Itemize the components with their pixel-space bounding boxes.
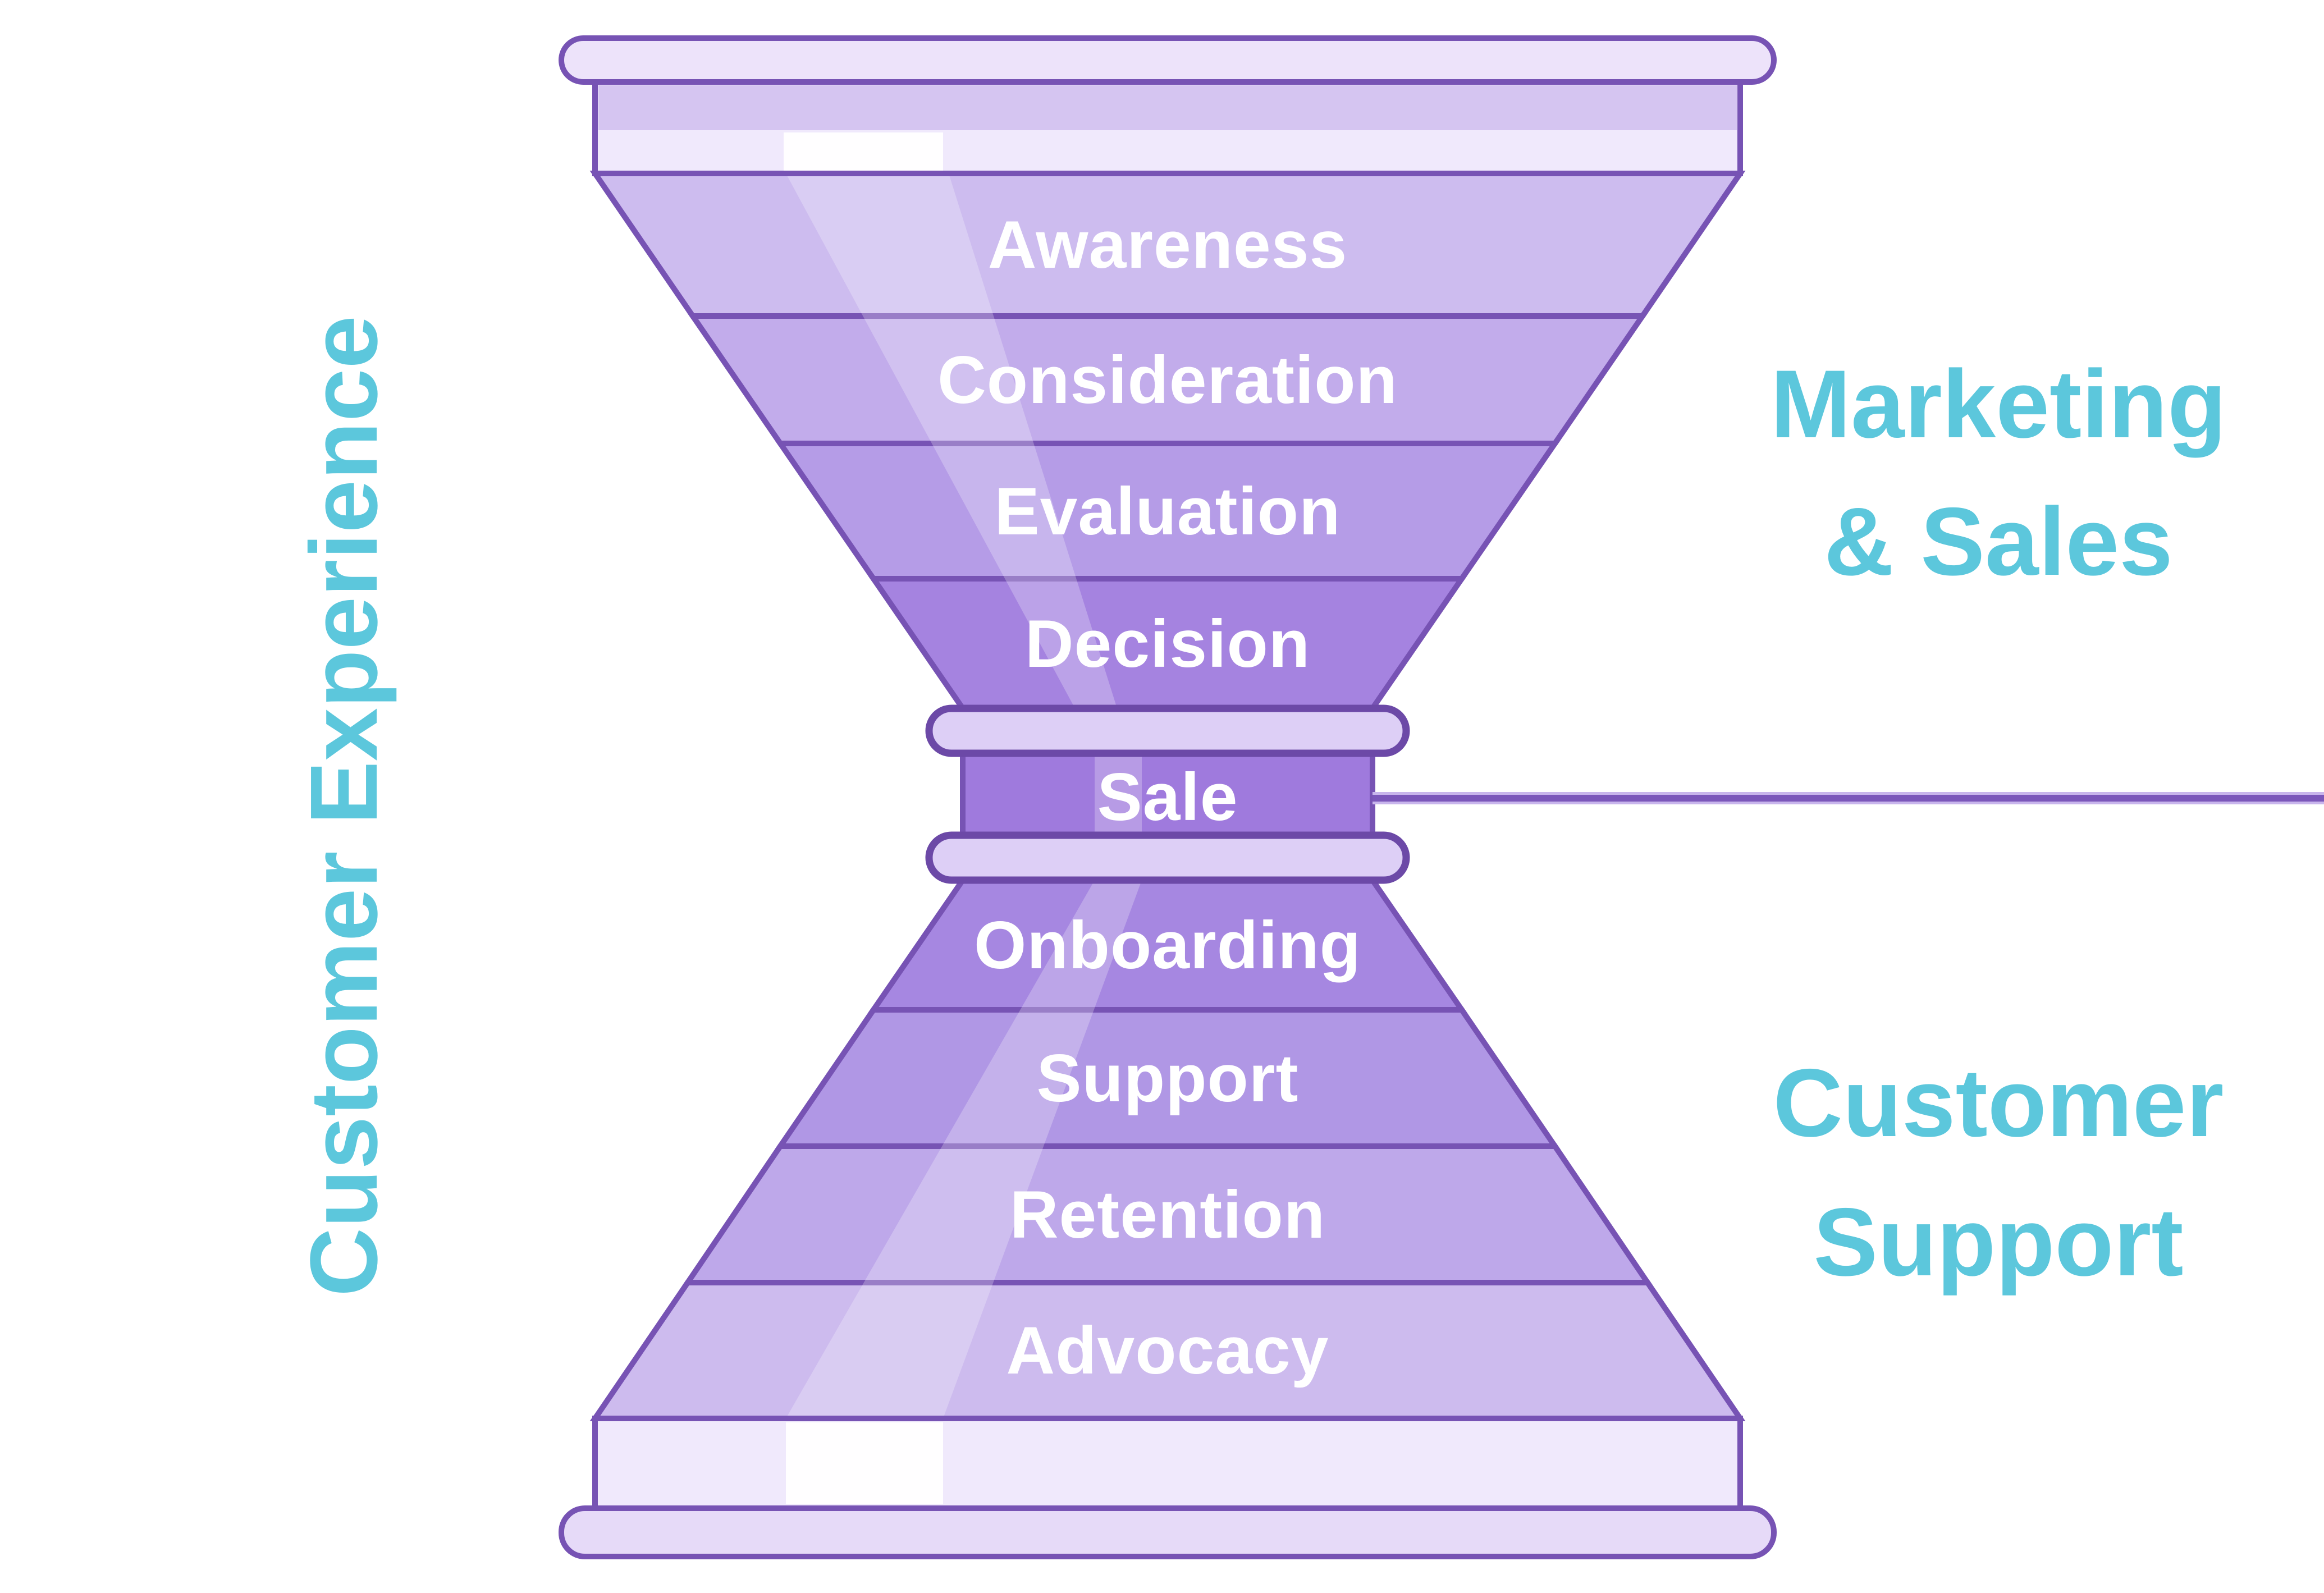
top-rim-band [598,85,1737,130]
stage-label-awareness: Awareness [987,207,1348,282]
top-rim-highlight [784,132,943,171]
collar-bottom-shape [925,831,1410,884]
left-axis-label: Customer Experience [291,315,397,1297]
gloss-highlight-bottom [786,880,1142,1418]
gloss-highlight-top [786,173,1117,708]
stage-label-evaluation: Evaluation [994,474,1341,549]
stage-label-sale: Sale [1097,759,1238,835]
stage-label-support: Support [1036,1041,1299,1116]
stage-label-onboarding: Onboarding [974,908,1361,983]
stage-label-advocacy: Advocacy [1006,1313,1329,1388]
stage-label-consideration: Consideration [937,342,1398,418]
bottom-rim-shape [592,1416,1743,1511]
right-top-label-line2: & Sales [1824,488,2173,596]
bottom-rim-highlight [786,1422,943,1504]
stage-label-decision: Decision [1024,606,1311,681]
stage-label-retention: Retention [1009,1177,1326,1252]
top-cap-shape [559,35,1777,85]
bottom-cap-shape [559,1505,1777,1559]
collar-top-shape [925,704,1410,757]
right-bottom-label-line1: Customer [1773,1049,2224,1157]
right-top-label-line1: Marketing [1770,350,2227,458]
right-bottom-label-line2: Support [1813,1188,2184,1296]
